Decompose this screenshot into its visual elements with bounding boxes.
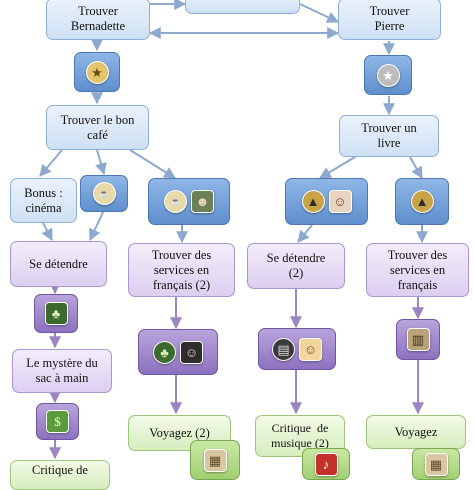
- music-note-icon: ♪: [314, 452, 338, 476]
- badge-box-left: ★: [74, 52, 120, 92]
- connector-livre-left: [318, 156, 356, 179]
- connector-cafe-bonus: [39, 149, 63, 177]
- connector-icon-detendre2: [297, 224, 313, 243]
- node-services-left: Trouver des services en français (2): [128, 243, 235, 297]
- connector-cafe-services: [129, 149, 177, 179]
- map-icon: ▤: [272, 337, 295, 361]
- node-trouver-pierre: Trouver Pierre: [338, 0, 441, 40]
- node-services-right: Trouver des services en français: [366, 243, 469, 297]
- badge-box-right: ★: [364, 55, 412, 95]
- node-mystere-sac: Le mystère du sac à main: [12, 349, 112, 393]
- connector-lines: [39, 0, 428, 460]
- node-top-center: [185, 0, 300, 14]
- star-badge-silver-icon: ★: [376, 63, 400, 87]
- cafe-icon-box: ☕: [80, 175, 128, 212]
- node-critique-left: Critique de: [10, 460, 110, 490]
- services-icons-box-left: ☕ ☻: [148, 178, 230, 225]
- cafe-logo-icon: ☕: [92, 182, 116, 205]
- connector-livre-right: [409, 156, 423, 180]
- node-trouver-bernadette: Trouver Bernadette: [46, 0, 150, 40]
- woman-dark-hair-icon: ☺: [180, 340, 203, 364]
- voyagez-icon-box: ▦: [412, 448, 460, 480]
- book-icon: ▥: [406, 328, 430, 351]
- node-critique-musique: Critique de musique (2): [255, 415, 345, 457]
- connector-bonus-detendre: [41, 222, 53, 242]
- tree-icon-box: ♣: [34, 294, 78, 333]
- livre-icons-box-left: ▲ ☺: [285, 178, 368, 225]
- person-icon: ☻: [191, 190, 214, 213]
- node-voyagez: Voyagez: [366, 415, 466, 449]
- node-bonus-cinema: Bonus : cinéma: [10, 178, 77, 223]
- cafe-logo-icon: ☕: [164, 190, 187, 213]
- connector-cafeicon-detendre: [89, 209, 105, 242]
- critique-icon-box: ♪: [302, 448, 350, 480]
- services-right-icon-box: ▥: [396, 319, 440, 360]
- node-trouver-cafe: Trouver le bon café: [46, 105, 149, 150]
- tree-icon: ♣: [44, 302, 68, 325]
- connector-top-right: [299, 3, 340, 23]
- node-trouver-livre: Trouver un livre: [339, 115, 439, 157]
- voyagez2-icon-box: ▦: [190, 440, 240, 480]
- tree-icon: ♣: [153, 340, 176, 364]
- star-badge-icon: ★: [85, 60, 109, 84]
- livre-icon-box-right: ▲: [395, 178, 449, 225]
- map-icon: ▦: [424, 452, 448, 476]
- graduation-hat-icon: ▲: [410, 190, 434, 213]
- woman-portrait-icon: ☺: [328, 190, 352, 213]
- graduation-hat-icon: ▲: [301, 190, 325, 213]
- node-se-detendre-right: Se détendre (2): [247, 243, 345, 289]
- node-se-detendre-left: Se détendre: [10, 241, 107, 287]
- money-icon: $: [46, 410, 69, 433]
- detendre-icons-box: ▤ ☺: [258, 328, 336, 370]
- connector-cafe-icon: [95, 149, 107, 176]
- map-icon: ▦: [203, 448, 227, 472]
- money-icon-box: $: [36, 403, 79, 440]
- services-icons-box-purple: ♣ ☺: [138, 329, 218, 375]
- flow-diagram: Trouver Bernadette Trouver Pierre ★ ★ Tr…: [10, 0, 469, 490]
- blonde-woman-icon: ☺: [299, 337, 322, 361]
- node-voyagez-2: Voyagez (2): [128, 415, 231, 451]
